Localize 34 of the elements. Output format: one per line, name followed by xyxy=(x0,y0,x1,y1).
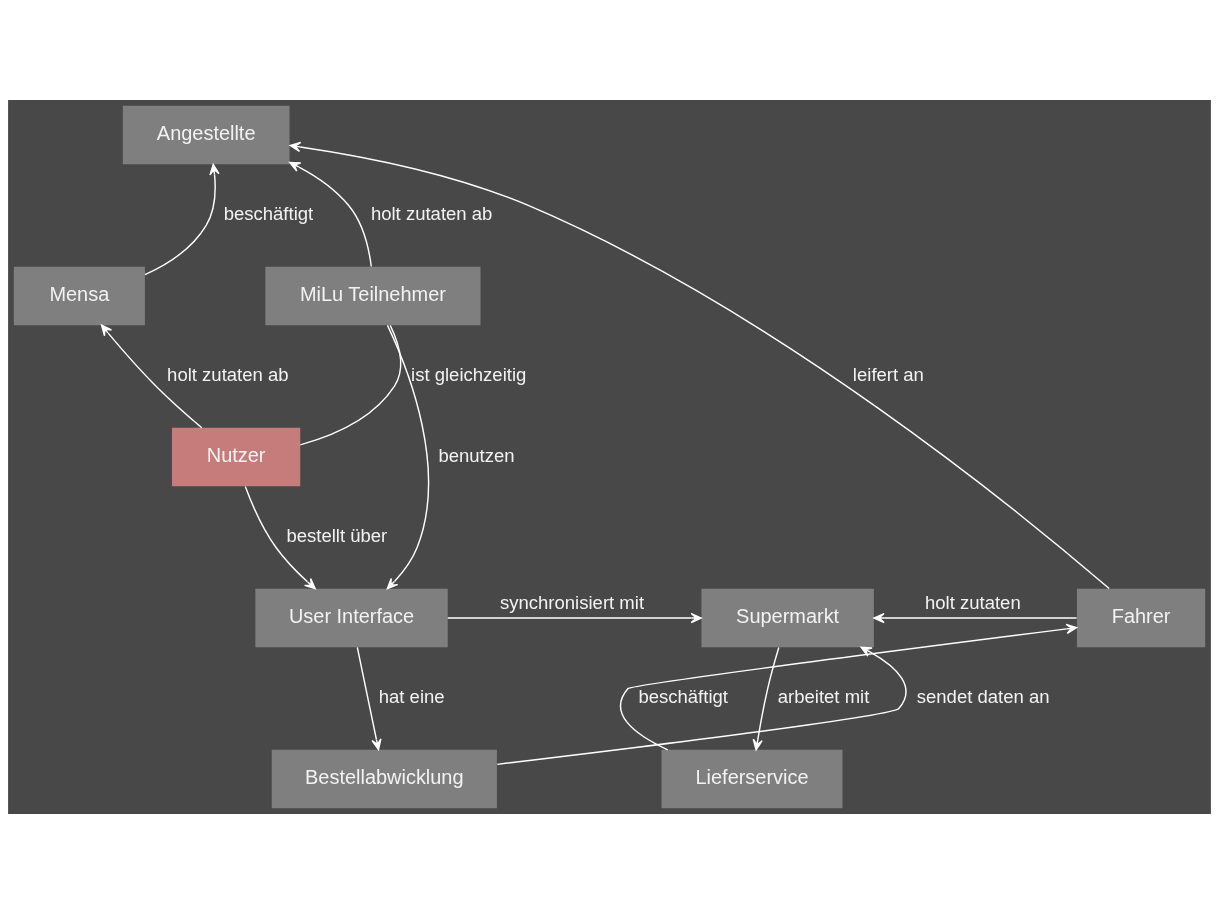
edge-label: holt zutaten ab xyxy=(370,203,493,225)
node-box: Nutzer xyxy=(172,427,301,487)
arrow xyxy=(289,161,372,268)
node-box: Mensa xyxy=(13,266,145,326)
arrow xyxy=(100,324,203,429)
node-box: Angestellte xyxy=(122,105,290,165)
arrow xyxy=(447,612,702,624)
edge-label: hat eine xyxy=(378,686,445,708)
arrow xyxy=(144,163,220,276)
node-box: Bestellabwicklung xyxy=(271,749,497,809)
arrow xyxy=(873,612,1078,624)
edge-label: bestellt über xyxy=(286,525,388,547)
edge-label: sendet daten an xyxy=(916,686,1050,708)
arrow xyxy=(619,623,1078,751)
edge-label: ist gleichzeitig xyxy=(411,364,527,386)
arrow xyxy=(386,324,430,590)
edge-label: holt zutaten xyxy=(924,591,1021,613)
edge-label: synchronisiert mit xyxy=(499,591,645,613)
node-box: Supermarkt xyxy=(701,588,874,648)
node-box: Lieferservice xyxy=(661,749,843,809)
edge-label: holt zutaten ab xyxy=(167,364,289,386)
node-box: MiLu Teilnehmer xyxy=(265,266,481,326)
edge-label: leifert an xyxy=(852,364,924,386)
arrow xyxy=(244,485,316,590)
arrow xyxy=(752,646,780,751)
arrow xyxy=(289,141,1110,590)
connector xyxy=(299,324,402,446)
node-box: Fahrer xyxy=(1076,588,1206,648)
arrow xyxy=(356,646,382,751)
edge-label: beschäftigt xyxy=(638,686,728,708)
edge-label: benutzen xyxy=(438,444,515,466)
edge-label: arbeitet mit xyxy=(777,686,870,708)
edge-label: beschäftigt xyxy=(223,203,314,225)
node-box: User Interface xyxy=(255,588,448,648)
